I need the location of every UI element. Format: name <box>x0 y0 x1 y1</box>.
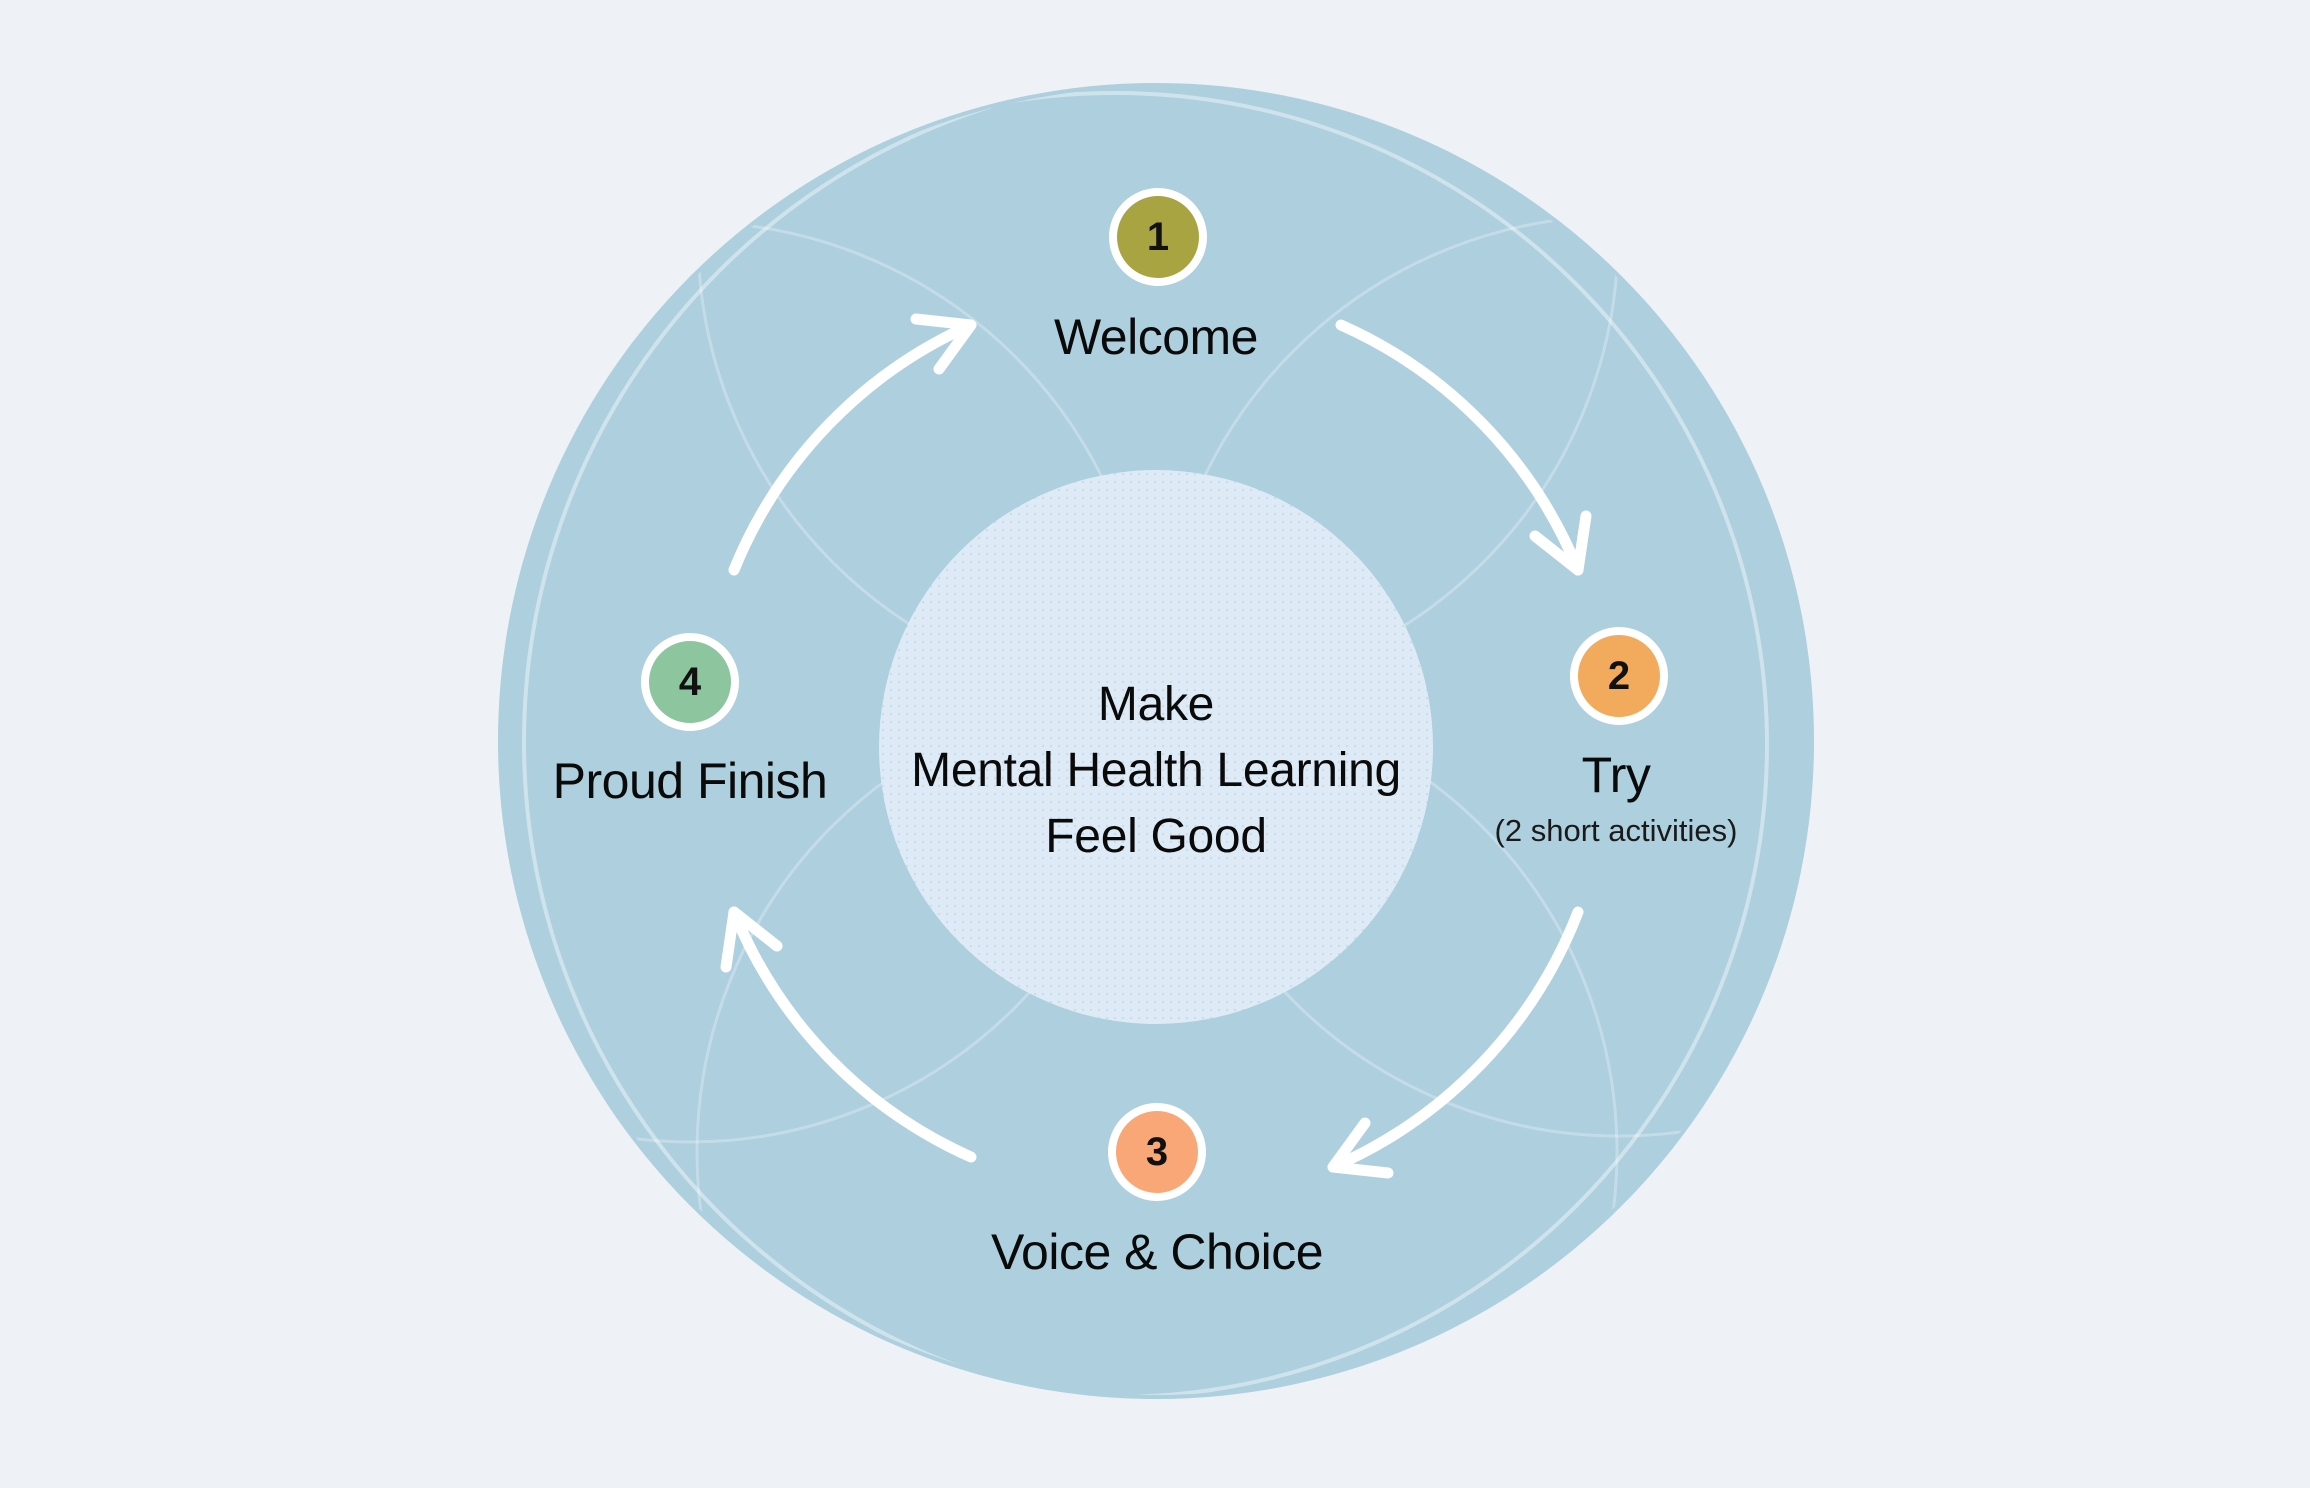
step-node-3: 3 <box>1108 1103 1206 1201</box>
step-number-3: 3 <box>1145 1129 1169 1174</box>
center-circle <box>879 470 1433 1024</box>
step-label-proud-finish: Proud Finish <box>552 753 828 809</box>
step-number-1: 1 <box>1146 214 1170 259</box>
center-message-line-1: Make <box>1097 678 1215 731</box>
step-node-4: 4 <box>641 633 739 731</box>
step-number-4: 4 <box>678 659 702 704</box>
step-node-2: 2 <box>1570 627 1668 725</box>
step-number-2: 2 <box>1607 653 1631 698</box>
step-node-1: 1 <box>1109 188 1207 286</box>
step-label-voice-and-choice: Voice & Choice <box>990 1224 1324 1280</box>
step-label-welcome: Welcome <box>1054 309 1258 365</box>
center-message-line-3: Feel Good <box>1045 810 1267 863</box>
step-label-try: Try <box>1581 747 1651 803</box>
center-message-line-2: Mental Health Learning <box>911 744 1401 797</box>
step-sublabel-try: (2 short activities) <box>1494 813 1738 848</box>
center-message: Make Mental Health Learning Feel Good <box>911 672 1401 870</box>
